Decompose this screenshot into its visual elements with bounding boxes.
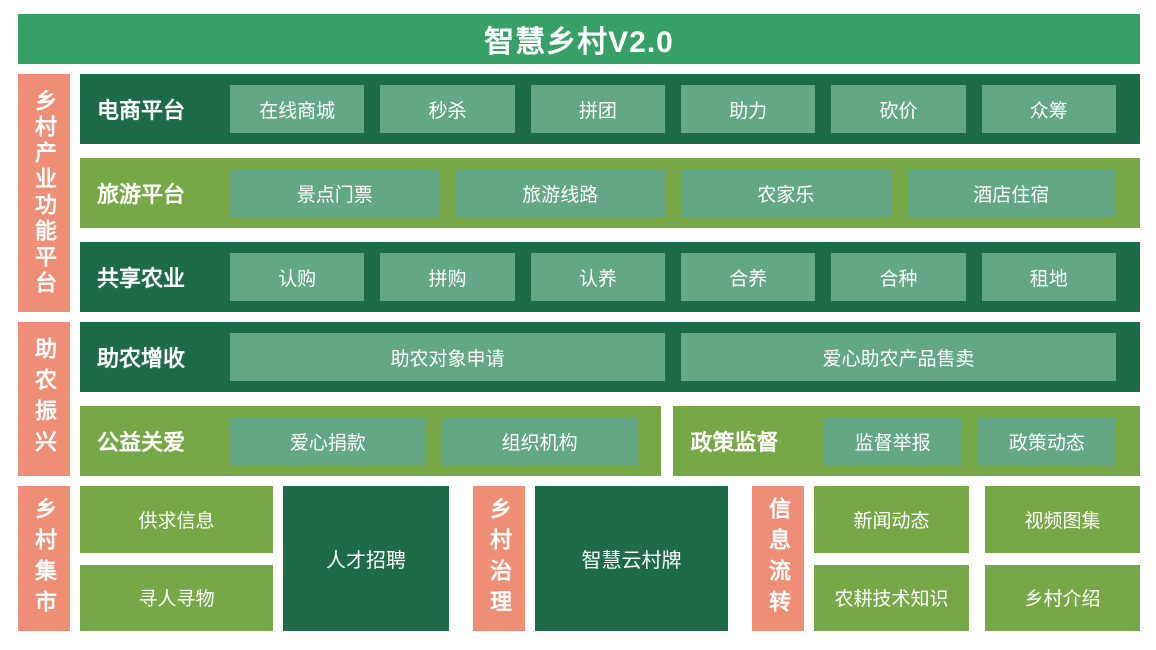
tile-group-purchase[interactable]: 拼购 bbox=[380, 253, 515, 301]
tile-video-gallery[interactable]: 视频图集 bbox=[985, 486, 1141, 553]
tile-lost-and-found[interactable]: 寻人寻物 bbox=[80, 564, 273, 631]
subrow-policy-supervision: 政策监督 监督举报 政策动态 bbox=[673, 406, 1140, 476]
tile-village-intro[interactable]: 乡村介绍 bbox=[985, 564, 1141, 631]
tile-bargain[interactable]: 砍价 bbox=[831, 85, 966, 133]
farmer-income-buttons: 助农对象申请 爱心助农产品售卖 bbox=[230, 333, 1116, 381]
side-label-info-flow: 信息流转 bbox=[752, 486, 805, 631]
tile-farm-stay[interactable]: 农家乐 bbox=[681, 169, 891, 217]
row-label-public-welfare: 公益关爱 bbox=[97, 430, 186, 455]
side-label-industry-platform: 乡村产业功能平台 bbox=[18, 74, 70, 312]
page-title: 智慧乡村V2.0 bbox=[484, 26, 674, 59]
section-industry-platform: 乡村产业功能平台 电商平台 在线商城 秒杀 拼团 助力 砍价 众筹 旅游平台 景… bbox=[18, 74, 1140, 312]
market-tile-column: 供求信息 寻人寻物 bbox=[80, 486, 273, 631]
tile-crowdfunding[interactable]: 众筹 bbox=[981, 85, 1116, 133]
tile-charity-product-sale[interactable]: 爱心助农产品售卖 bbox=[681, 333, 1116, 381]
tile-flash-sale[interactable]: 秒杀 bbox=[380, 85, 515, 133]
tile-subscribe-purchase[interactable]: 认购 bbox=[230, 253, 365, 301]
block-smart-cloud-village-sign[interactable]: 智慧云村牌 bbox=[535, 486, 729, 631]
tile-charity-donation[interactable]: 爱心捐款 bbox=[230, 417, 426, 465]
tourism-buttons: 景点门票 旅游线路 农家乐 酒店住宿 bbox=[230, 169, 1116, 217]
policy-supervision-buttons: 监督举报 政策动态 bbox=[823, 417, 1117, 465]
row-charity-and-policy: 公益关爱 爱心捐款 组织机构 政策监督 监督举报 政策动态 bbox=[80, 406, 1140, 476]
tile-policy-news[interactable]: 政策动态 bbox=[977, 417, 1117, 465]
tile-news-updates[interactable]: 新闻动态 bbox=[814, 486, 970, 553]
row-label-tourism: 旅游平台 bbox=[97, 182, 186, 207]
public-welfare-buttons: 爱心捐款 组织机构 bbox=[230, 417, 638, 465]
tile-aid-target-application[interactable]: 助农对象申请 bbox=[230, 333, 665, 381]
row-ecommerce-platform: 电商平台 在线商城 秒杀 拼团 助力 砍价 众筹 bbox=[80, 74, 1140, 144]
side-label-village-market: 乡村集市 bbox=[18, 486, 70, 631]
tile-scenic-tickets[interactable]: 景点门票 bbox=[230, 169, 440, 217]
tile-co-plant[interactable]: 合种 bbox=[831, 253, 966, 301]
row-label-ecommerce: 电商平台 bbox=[97, 98, 186, 123]
side-label-farmer-revitalization: 助农振兴 bbox=[18, 322, 70, 476]
tile-online-mall[interactable]: 在线商城 bbox=[230, 85, 365, 133]
ecommerce-buttons: 在线商城 秒杀 拼团 助力 砍价 众筹 bbox=[230, 85, 1116, 133]
row-shared-agriculture: 共享农业 认购 拼购 认养 合养 合种 租地 bbox=[80, 242, 1140, 312]
tile-group-buy[interactable]: 拼团 bbox=[530, 85, 665, 133]
block-talent-recruitment[interactable]: 人才招聘 bbox=[282, 486, 450, 631]
side-label-village-governance: 乡村治理 bbox=[473, 486, 526, 631]
section-farmer-revitalization: 助农振兴 助农增收 助农对象申请 爱心助农产品售卖 公益关爱 爱心捐款 组织机构 bbox=[18, 322, 1140, 476]
section-bottom-strip: 乡村集市 供求信息 寻人寻物 人才招聘 乡村治理 智慧云村牌 信息流转 新闻动态… bbox=[18, 486, 1141, 631]
tile-organizations[interactable]: 组织机构 bbox=[441, 417, 638, 465]
tile-rent-land[interactable]: 租地 bbox=[981, 253, 1116, 301]
tile-co-raise[interactable]: 合养 bbox=[680, 253, 816, 301]
row-label-policy-supervision: 政策监督 bbox=[690, 430, 779, 455]
row-farmer-income: 助农增收 助农对象申请 爱心助农产品售卖 bbox=[80, 322, 1140, 392]
row-label-shared-agriculture: 共享农业 bbox=[97, 266, 186, 291]
tile-adopt-animal[interactable]: 认养 bbox=[530, 253, 665, 301]
row-label-farmer-income: 助农增收 bbox=[97, 346, 186, 371]
tile-travel-routes[interactable]: 旅游线路 bbox=[455, 169, 665, 217]
info-flow-column-1: 新闻动态 农耕技术知识 bbox=[814, 486, 970, 631]
tile-farming-tech-knowledge[interactable]: 农耕技术知识 bbox=[814, 564, 970, 631]
industry-rows: 电商平台 在线商城 秒杀 拼团 助力 砍价 众筹 旅游平台 景点门票 旅游线路 … bbox=[80, 74, 1140, 312]
tile-supervision-report[interactable]: 监督举报 bbox=[823, 417, 962, 465]
shared-agriculture-buttons: 认购 拼购 认养 合养 合种 租地 bbox=[230, 253, 1116, 301]
row-tourism-platform: 旅游平台 景点门票 旅游线路 农家乐 酒店住宿 bbox=[80, 158, 1140, 228]
subrow-public-welfare: 公益关爱 爱心捐款 组织机构 bbox=[80, 406, 662, 476]
title-banner: 智慧乡村V2.0 bbox=[18, 14, 1140, 64]
tile-hotel-lodging[interactable]: 酒店住宿 bbox=[906, 169, 1116, 217]
revitalization-rows: 助农增收 助农对象申请 爱心助农产品售卖 公益关爱 爱心捐款 组织机构 政策监督 bbox=[80, 322, 1140, 476]
tile-supply-demand-info[interactable]: 供求信息 bbox=[80, 486, 273, 553]
info-flow-column-2: 视频图集 乡村介绍 bbox=[985, 486, 1141, 631]
tile-boost[interactable]: 助力 bbox=[680, 85, 816, 133]
